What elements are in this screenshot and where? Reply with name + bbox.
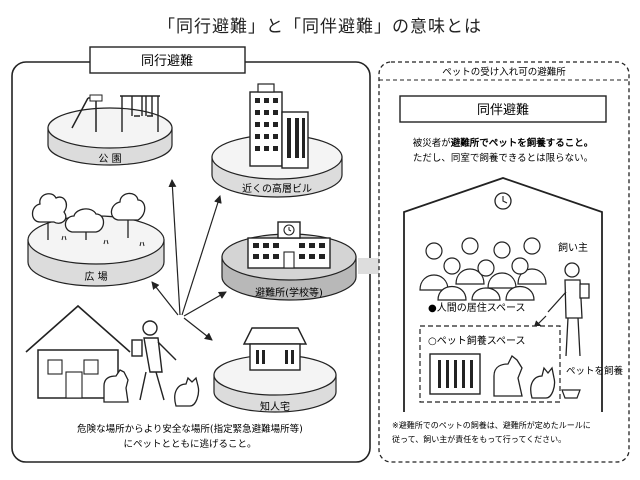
left-caption-line1: 危険な場所からより安全な場所(指定緊急避難場所等) <box>77 423 303 435</box>
right-note-line2: 従って、飼い主が責任をもって行ってください。 <box>392 434 566 444</box>
evacuation-arrows <box>151 179 227 341</box>
plaza-platform: 広 場 <box>27 192 165 287</box>
left-panel: 同行避難 公 園 <box>11 46 371 463</box>
right-panel-heading-box <box>399 95 607 123</box>
arrow-to-friend-house <box>183 317 213 341</box>
building-label: 近くの高層ビル <box>242 182 312 195</box>
right-panel: ペットの受け入れ可の避難所 同伴避難 被災者が避難所でペットを飼養すること。 た… <box>378 61 630 463</box>
person-walking-icon <box>131 320 177 401</box>
trees-icon <box>31 192 146 240</box>
pet-space-label: ○ペット飼養スペース <box>428 334 526 347</box>
owner-label: 飼い主 <box>558 241 588 254</box>
evacuees-icon <box>419 237 547 301</box>
desc-prefix: 被災者が <box>413 137 452 149</box>
pet-care-label: ペットを飼養 <box>566 365 624 377</box>
shelter-dog-icon <box>493 354 523 397</box>
arrow-to-shelter <box>183 291 227 317</box>
park-label: 公 園 <box>98 153 121 165</box>
right-panel-heading: 同伴避難 <box>477 103 529 118</box>
arrow-to-building <box>181 195 222 316</box>
right-panel-description-line2: ただし、同室で飼養できるとは限らない。 <box>413 152 593 164</box>
arrow-to-park <box>168 179 181 316</box>
left-panel-heading: 同行避難 <box>141 54 193 69</box>
right-note-line1: ※避難所でのペットの飼養は、避難所が定めたルールに <box>392 420 591 430</box>
pet-cage-icon <box>429 353 481 395</box>
friend-house-platform: 知人宅 <box>213 327 337 413</box>
school-icon <box>247 221 331 269</box>
desc-bold: 避難所でペットを飼養すること。 <box>451 137 594 149</box>
swing-icon <box>120 95 160 132</box>
arrow-to-plaza <box>151 281 179 316</box>
pet-bowl-icon <box>561 389 581 399</box>
shelter-platform: 避難所(学校等) <box>221 221 357 301</box>
plaza-label: 広 場 <box>84 270 107 283</box>
page-title: 「同行避難」と「同伴避難」の意味とは <box>158 17 482 37</box>
shelter-cat-icon <box>530 366 556 399</box>
high-rise-building-icon <box>249 83 309 169</box>
building-platform: 近くの高層ビル <box>211 83 343 198</box>
dog-icon <box>103 369 129 403</box>
cat-icon <box>174 376 200 407</box>
right-panel-description-line1: 被災者が避難所でペットを飼養すること。 <box>413 137 594 149</box>
left-caption-line2: にペットとともに逃げること。 <box>123 438 256 450</box>
left-panel-heading-box <box>89 46 246 74</box>
friend-house-label: 知人宅 <box>260 400 290 413</box>
park-platform: 公 園 <box>47 94 173 166</box>
human-space-label: ●人間の居住スペース <box>428 301 526 314</box>
owner-person-icon <box>547 262 590 357</box>
shelter-building-outline <box>403 177 603 412</box>
shelter-label: 避難所(学校等) <box>255 286 323 299</box>
house-icon <box>242 327 308 371</box>
right-panel-tab-label: ペットの受け入れ可の避難所 <box>442 66 566 78</box>
